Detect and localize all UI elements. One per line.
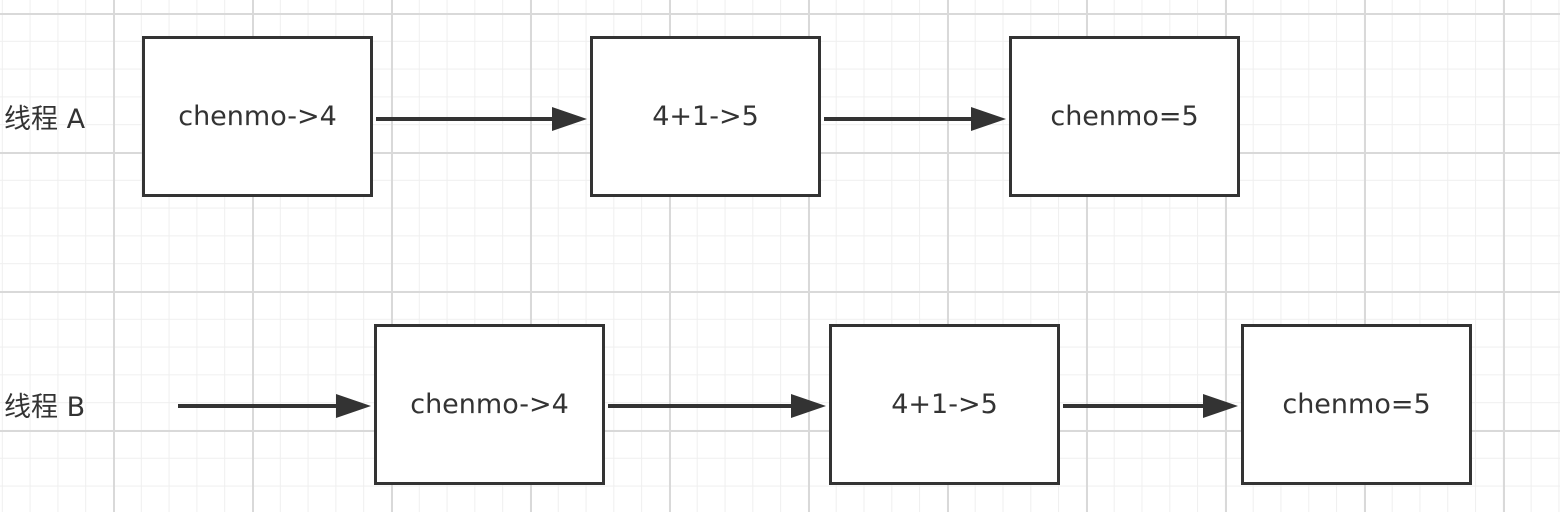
thread-a-step-write: chenmo=5 <box>1009 36 1240 197</box>
step-label: chenmo=5 <box>1282 389 1431 420</box>
thread-a-step-compute: 4+1->5 <box>590 36 821 197</box>
thread-b-step-read: chenmo->4 <box>374 324 605 485</box>
arrow-b0 <box>178 394 371 418</box>
step-label: chenmo->4 <box>178 101 337 132</box>
lane-label-thread-a: 线程 A <box>4 104 86 135</box>
thread-b-step-write: chenmo=5 <box>1241 324 1472 485</box>
arrow-b2 <box>1063 394 1238 418</box>
arrow-a1 <box>376 107 587 131</box>
step-label: 4+1->5 <box>891 389 998 420</box>
lane-label-thread-b: 线程 B <box>4 392 86 423</box>
thread-b-step-compute: 4+1->5 <box>829 324 1060 485</box>
step-label: chenmo->4 <box>410 389 569 420</box>
arrow-b1 <box>608 394 826 418</box>
step-label: 4+1->5 <box>652 101 759 132</box>
arrow-a2 <box>824 107 1006 131</box>
thread-a-step-read: chenmo->4 <box>142 36 373 197</box>
step-label: chenmo=5 <box>1050 101 1199 132</box>
